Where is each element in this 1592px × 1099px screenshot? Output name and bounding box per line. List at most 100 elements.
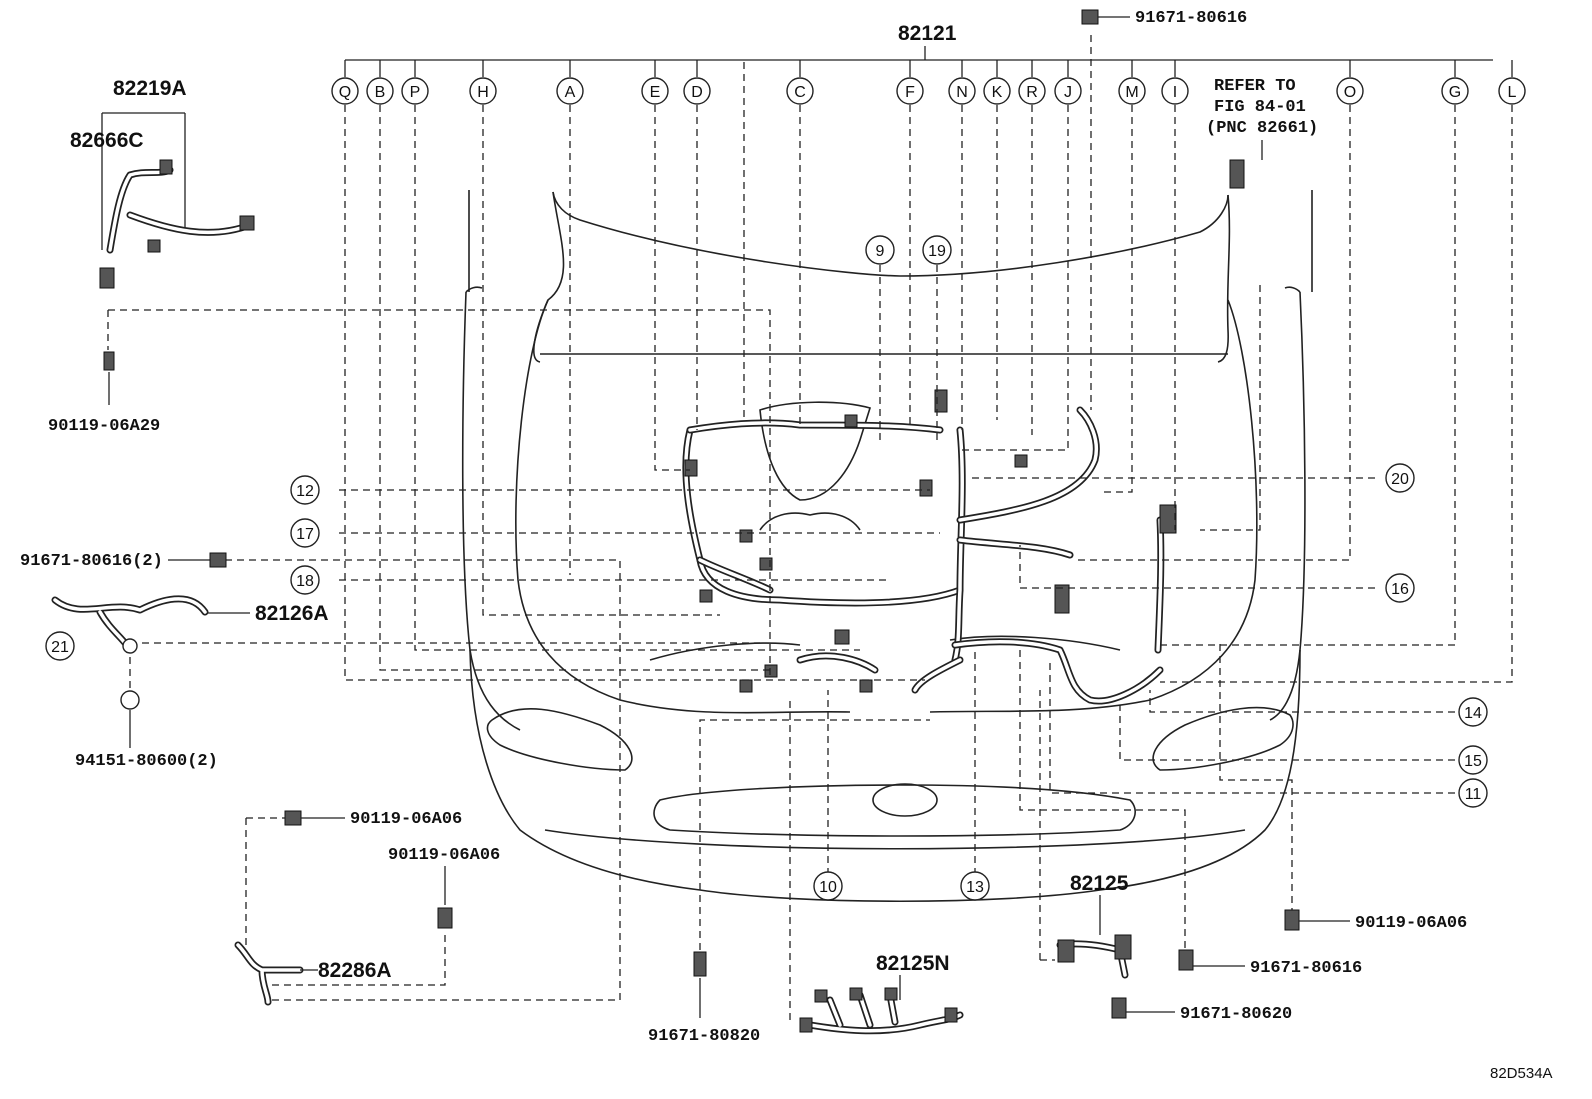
clip-icon [122, 638, 138, 654]
refer-note-line3: (PNC 82661) [1206, 119, 1318, 138]
connector-letter-p: P [410, 84, 421, 101]
bolt-91671-80820-icon [693, 951, 707, 977]
connector-letter-g-circle [1441, 77, 1469, 105]
connector-letter-n: N [956, 84, 968, 101]
connector-letter-g: G [1449, 84, 1461, 101]
connector-letter-e: E [650, 84, 661, 101]
connector-letter-q-circle [331, 77, 359, 105]
callout-11: 11 [1458, 778, 1488, 808]
vehicle-front-outline [461, 190, 1313, 903]
svg-text:14: 14 [1464, 705, 1482, 722]
connector-letter-a-circle [556, 77, 584, 105]
connector-letter-c: C [794, 84, 806, 101]
connector-letter-k-circle [983, 77, 1011, 105]
refer-note-line1: REFER TO [1214, 77, 1296, 96]
svg-text:9: 9 [876, 243, 885, 260]
connector-letter-d: D [691, 84, 703, 101]
callout-13: 13 [960, 871, 990, 901]
connector-letter-f: F [905, 84, 915, 101]
connector-letter-f-circle [896, 77, 924, 105]
callout-9: 9 [865, 235, 895, 265]
part-91671-80820-group: 91671-80820 [648, 951, 760, 1046]
callout-18: 18 [290, 565, 320, 595]
svg-text:19: 19 [928, 243, 946, 260]
connector-letter-r: R [1026, 84, 1038, 101]
connector-letter-e-circle [641, 77, 669, 105]
connector-letter-h-circle [469, 77, 497, 105]
part-82286A-group: 90119-06A06 90119-06A06 82286A [234, 810, 500, 1006]
bolt-91671-80616-2-icon [209, 552, 227, 568]
connector-letter-d-circle [683, 77, 711, 105]
svg-text:20: 20 [1391, 471, 1409, 488]
part-label-82126A: 82126A [255, 602, 329, 625]
svg-text:12: 12 [296, 483, 314, 500]
callout-circles: 9 19 12 17 18 21 20 16 14 15 11 10 13 [45, 235, 1488, 901]
figure-id: 82D534A [1490, 1065, 1553, 1082]
connector-letter-r-circle [1018, 77, 1046, 105]
svg-text:13: 13 [966, 879, 984, 896]
connector-letter-q: Q [339, 84, 351, 101]
connector-letter-h: H [477, 84, 489, 101]
part-label-90119-06A29: 90119-06A29 [48, 417, 160, 436]
main-harness-routing [682, 159, 1245, 705]
part-82219A-group: 82219A 82666C 90119-06A29 [48, 77, 255, 436]
part-label-90119-06A06-a: 90119-06A06 [350, 810, 462, 829]
callout-20: 20 [1385, 463, 1415, 493]
part-label-91671-80820: 91671-80820 [648, 1027, 760, 1046]
svg-text:15: 15 [1464, 753, 1482, 770]
connector-letter-i: I [1173, 84, 1177, 101]
callout-10: 10 [813, 871, 843, 901]
part-label-82125: 82125 [1070, 872, 1129, 895]
svg-text:17: 17 [296, 526, 314, 543]
part-91671-80616-b-group: 91671-80616 [1178, 949, 1362, 978]
connector-letter-m: M [1125, 84, 1138, 101]
svg-text:16: 16 [1391, 581, 1409, 598]
connector-letter-j: J [1064, 84, 1072, 101]
bolt-91671-80620-icon [1111, 997, 1127, 1019]
dashed-leaders [107, 35, 1513, 1020]
callout-12: 12 [290, 475, 320, 505]
part-label-82219A: 82219A [113, 77, 187, 100]
connector-letter-o-circle [1336, 77, 1364, 105]
part-82126A-group: 82126A 94151-80600(2) [51, 595, 329, 771]
connector-letter-c-circle [786, 77, 814, 105]
connector-letter-l-circle [1498, 77, 1526, 105]
connector-letter-b: B [375, 84, 386, 101]
part-label-91671-80616-2: 91671-80616(2) [20, 552, 163, 571]
callout-16: 16 [1385, 573, 1415, 603]
connector-letter-a: A [565, 84, 576, 101]
part-91671-80616-2-group: 91671-80616(2) [20, 552, 227, 571]
connector-letter-b-circle [366, 77, 394, 105]
bolt-90119-06A06-a-icon [284, 810, 302, 826]
bolt-90119-06A06-c-icon [1284, 909, 1300, 931]
connector-letter-j-circle [1054, 77, 1082, 105]
part-label-94151-80600-2: 94151-80600(2) [75, 752, 218, 771]
svg-text:11: 11 [1465, 786, 1482, 803]
svg-text:10: 10 [819, 879, 837, 896]
part-82125-group: 82125 91671-80620 [1040, 872, 1292, 1024]
part-82125N-group: 82125N [799, 952, 964, 1035]
part-label-91671-80620: 91671-80620 [1180, 1005, 1292, 1024]
part-label-90119-06A06-b: 90119-06A06 [388, 846, 500, 865]
part-label-82666C: 82666C [70, 129, 144, 152]
part-label-90119-06A06-c: 90119-06A06 [1355, 914, 1467, 933]
bolt-90119-06A06-b-icon [437, 907, 453, 929]
bolt-90119-06A29-icon [103, 351, 115, 371]
bolt-91671-80616-b-icon [1178, 949, 1194, 971]
connector-letter-m-circle [1118, 77, 1146, 105]
part-label-82286A: 82286A [318, 959, 392, 982]
part-label-91671-80616-top: 91671-80616 [1135, 9, 1247, 28]
callout-14: 14 [1458, 697, 1488, 727]
connector-letter-l: L [1508, 84, 1517, 101]
callout-15: 15 [1458, 745, 1488, 775]
part-label-82125N: 82125N [876, 952, 950, 975]
main-harness-bracket: 82121 [345, 22, 1493, 61]
connector-letter-i-circle [1161, 77, 1189, 105]
svg-text:18: 18 [296, 573, 314, 590]
callout-19: 19 [922, 235, 952, 265]
svg-text:21: 21 [51, 639, 69, 656]
connector-letter-o: O [1344, 84, 1356, 101]
part-90119-06A06-c-group: 90119-06A06 [1284, 909, 1467, 933]
